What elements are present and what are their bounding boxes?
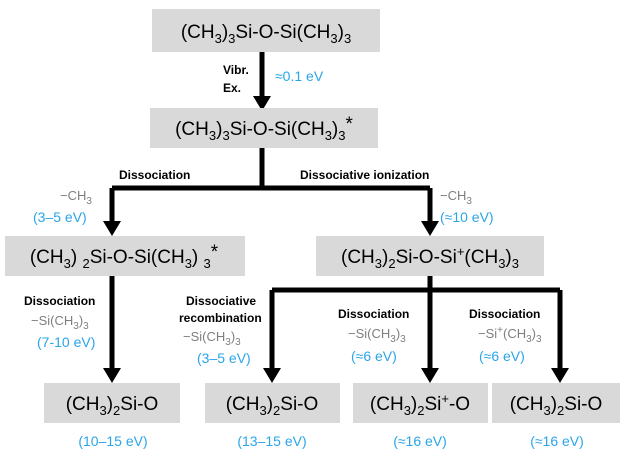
energy-r1: (≈6 eV) [351, 348, 397, 364]
label-dissociation-main: Dissociation [119, 168, 190, 182]
node-product-4-label: (CH3)2Si-O [510, 394, 603, 418]
energy-product-1: (10–15 eV) [78, 433, 147, 449]
label-dissociation-r2: Dissociation [469, 307, 540, 321]
energy-ch3-right: (≈10 eV) [440, 209, 494, 225]
node-product-1-label: (CH3)2Si-O [66, 394, 159, 418]
energy-product-3: (≈16 eV) [393, 433, 447, 449]
node-excited-label: (CH3)3Si-O-Si(CH3)3* [175, 114, 353, 143]
node-parent-label: (CH3)3Si-O-Si(CH3)3 [181, 22, 351, 46]
label-recombination: recombination [179, 311, 262, 325]
node-product-1: (CH3)2Si-O [44, 383, 180, 423]
node-left-mid-label: (CH3) 2Si-O-Si(CH3) 3* [30, 242, 219, 271]
loss-si-left: −Si(CH3)3 [31, 313, 89, 332]
label-dissociation-left: Dissociation [24, 294, 95, 308]
label-dissociative: Dissociative [186, 294, 256, 308]
node-left-mid: (CH3) 2Si-O-Si(CH3) 3* [5, 236, 245, 276]
energy-recomb: (3–5 eV) [197, 350, 251, 366]
node-product-3: (CH3)2Si+-O [353, 383, 488, 423]
label-dissociation-r1: Dissociation [338, 307, 409, 321]
arrow-to-product-3 [421, 368, 439, 383]
arrow-to-product-1 [103, 368, 121, 383]
energy-ch3-left: (3–5 eV) [33, 209, 87, 225]
node-parent: (CH3)3Si-O-Si(CH3)3 [152, 9, 380, 52]
arrow-to-left-mid [103, 221, 121, 236]
node-product-2: (CH3)2Si-O [205, 383, 340, 423]
node-product-4: (CH3)2Si-O [492, 383, 620, 423]
arrow-to-excited [253, 96, 271, 111]
loss-si-r1: −Si(CH3)3 [348, 326, 406, 345]
energy-vibr: ≈0.1 eV [275, 68, 324, 84]
arrow-to-product-2 [263, 368, 281, 383]
energy-product-4: (≈16 eV) [530, 433, 584, 449]
node-product-3-label: (CH3)2Si+-O [370, 391, 470, 418]
node-right-mid-label: (CH3)2Si-O-Si+(CH3)3 [341, 244, 519, 271]
label-dissociative-ionization: Dissociative ionization [300, 168, 429, 182]
node-product-2-label: (CH3)2Si-O [226, 394, 319, 418]
loss-ch3-left: −CH3 [60, 188, 92, 207]
node-excited: (CH3)3Si-O-Si(CH3)3* [150, 108, 378, 148]
connectors [103, 52, 569, 383]
arrow-to-product-4 [551, 368, 569, 383]
energy-r2: (≈6 eV) [479, 348, 525, 364]
loss-ch3-right: −CH3 [440, 188, 472, 207]
label-vibr: Vibr. [223, 63, 249, 77]
label-ex: Ex. [223, 81, 241, 95]
energy-left-diss: (7-10 eV) [37, 334, 95, 350]
node-right-mid: (CH3)2Si-O-Si+(CH3)3 [316, 236, 544, 276]
arrow-to-right-mid [421, 221, 439, 236]
loss-si-recomb: −Si(CH3)3 [183, 329, 241, 348]
loss-si-r2: −Si+(CH3)3 [478, 325, 542, 345]
energy-product-2: (13–15 eV) [237, 433, 306, 449]
